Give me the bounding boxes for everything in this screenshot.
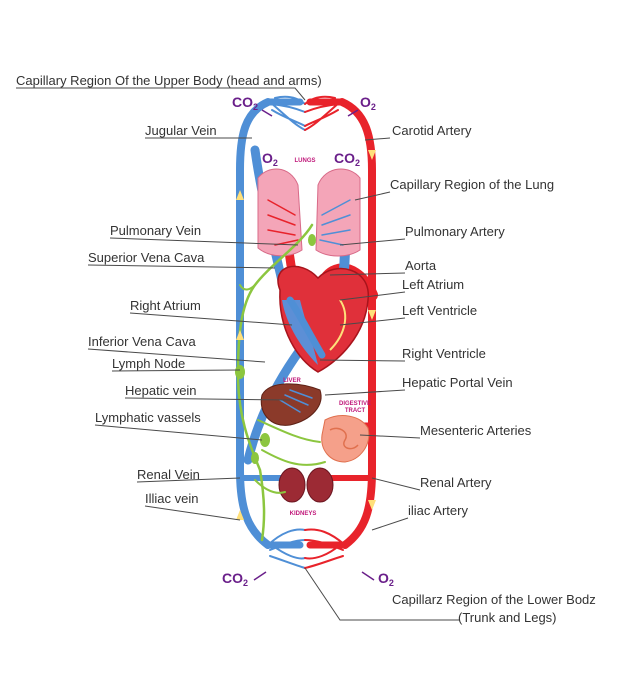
co2-upper: CO2 xyxy=(232,94,258,112)
kidneys: KIDNEYS xyxy=(278,467,334,517)
label-capillary-upper: Capillary Region Of the Upper Body (head… xyxy=(16,73,322,88)
lymphatic-system xyxy=(235,223,326,542)
label-lymphatic-vassels: Lymphatic vassels xyxy=(95,410,201,425)
label-renal-vein: Renal Vein xyxy=(137,467,200,482)
descending-aorta xyxy=(341,296,376,549)
heart xyxy=(277,265,369,373)
liver-label: LIVER xyxy=(283,378,301,384)
o2-upper: O2 xyxy=(360,94,376,112)
kidneys-label: KIDNEYS xyxy=(290,511,317,517)
digestive-label-line2: TRACT xyxy=(345,408,366,414)
label-left-ventricle: Left Ventricle xyxy=(402,303,477,318)
labels: Capillary Region Of the Upper Body (head… xyxy=(16,73,596,625)
lymph-node xyxy=(235,365,245,379)
label-renal-artery: Renal Artery xyxy=(420,475,492,490)
label-lymph-node: Lymph Node xyxy=(112,356,185,371)
o2-lung: O2 xyxy=(262,150,278,168)
label-inferior-vena-cava: Inferior Vena Cava xyxy=(88,334,196,349)
lymph-node-lung xyxy=(308,234,316,246)
label-capillary-lung: Capillary Region of the Lung xyxy=(390,177,554,192)
label-iliac-artery: iliac Artery xyxy=(408,503,468,518)
o2-lower: O2 xyxy=(378,570,394,588)
label-aorta: Aorta xyxy=(405,258,437,273)
lungs-label: LUNGS xyxy=(295,158,316,164)
digestive-tract: DIGESTIVE TRACT xyxy=(321,401,371,463)
liver: LIVER xyxy=(260,378,322,426)
leader-lines xyxy=(16,87,460,621)
label-capillary-lower-line1: Capillarz Region of the Lower Bodz xyxy=(392,592,596,607)
lymph-node-gut xyxy=(260,433,270,447)
label-mesenteric-arteries: Mesenteric Arteries xyxy=(420,423,532,438)
co2-lower: CO2 xyxy=(222,570,248,588)
label-pulmonary-vein: Pulmonary Vein xyxy=(110,223,201,238)
label-pulmonary-artery: Pulmonary Artery xyxy=(405,224,505,239)
label-hepatic-vein: Hepatic vein xyxy=(125,383,197,398)
label-right-ventricle: Right Ventricle xyxy=(402,346,486,361)
lungs: LUNGS xyxy=(257,158,361,257)
systemic-vein-loop xyxy=(236,98,272,549)
digestive-label-line1: DIGESTIVE xyxy=(339,401,371,407)
label-hepatic-portal-vein: Hepatic Portal Vein xyxy=(402,375,513,390)
systemic-artery-loop xyxy=(338,98,376,294)
label-capillary-lower-line2: (Trunk and Legs) xyxy=(458,610,557,625)
label-carotid-artery: Carotid Artery xyxy=(392,123,472,138)
label-left-atrium: Left Atrium xyxy=(402,277,464,292)
label-right-atrium: Right Atrium xyxy=(130,298,201,313)
label-illiac-vein: Illiac vein xyxy=(145,491,198,506)
co2-lung: CO2 xyxy=(334,150,360,168)
label-jugular-vein: Jugular Vein xyxy=(145,123,217,138)
flow-arrows xyxy=(236,150,376,520)
capillary-lower-body xyxy=(267,528,346,569)
gas-labels: CO2 O2 O2 CO2 CO2 O2 xyxy=(222,94,394,588)
capillary-upper-body xyxy=(269,95,341,131)
label-superior-vena-cava: Superior Vena Cava xyxy=(88,250,205,265)
lymph-node-lower xyxy=(251,452,259,464)
